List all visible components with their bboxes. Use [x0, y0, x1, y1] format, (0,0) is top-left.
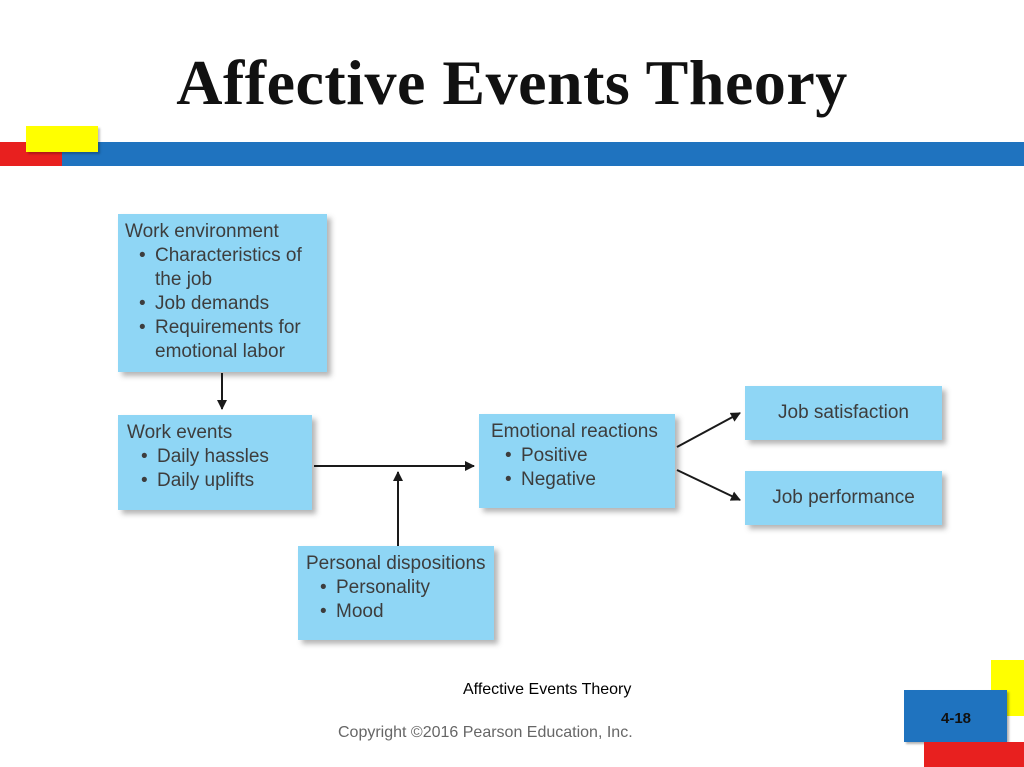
work-events-item: Daily hassles [127, 445, 312, 469]
job-satisfaction-box: Job satisfaction [745, 386, 942, 440]
slide-title: Affective Events Theory [176, 47, 848, 118]
arrow-reactions-to-performance [676, 469, 741, 501]
personal-dispositions-item: Personality [306, 576, 494, 600]
header-square-yellow [26, 126, 98, 152]
work-events-item: Daily uplifts [127, 469, 312, 493]
work-events-box: Work events Daily hassles Daily uplifts [118, 415, 312, 510]
emotional-reactions-item: Positive [491, 444, 675, 468]
copyright-text: Copyright ©2016 Pearson Education, Inc. [338, 724, 633, 741]
work-environment-box: Work environment Characteristics of the … [118, 214, 327, 372]
slide-caption: Affective Events Theory [463, 681, 632, 698]
personal-dispositions-heading: Personal dispositions [306, 553, 486, 574]
work-environment-item: Characteristics of the job [125, 244, 327, 292]
header-bar-blue [62, 142, 1024, 166]
work-environment-item: Job demands [125, 292, 327, 316]
work-environment-heading: Work environment [125, 221, 279, 242]
job-satisfaction-label: Job satisfaction [778, 402, 909, 423]
footer-square-blue [904, 690, 1007, 742]
arrow-reactions-to-satisfaction [676, 412, 741, 448]
emotional-reactions-item: Negative [491, 468, 675, 492]
personal-dispositions-item: Mood [306, 600, 494, 624]
emotional-reactions-box: Emotional reactions Positive Negative [479, 414, 675, 508]
footer-bar-red [924, 742, 1024, 767]
job-performance-box: Job performance [745, 471, 942, 525]
page-number: 4-18 [941, 710, 972, 727]
personal-dispositions-box: Personal dispositions Personality Mood [298, 546, 494, 640]
work-events-heading: Work events [127, 422, 233, 443]
work-environment-item: Requirements for emotional labor [125, 316, 327, 364]
emotional-reactions-heading: Emotional reactions [491, 421, 658, 442]
job-performance-label: Job performance [772, 487, 915, 508]
